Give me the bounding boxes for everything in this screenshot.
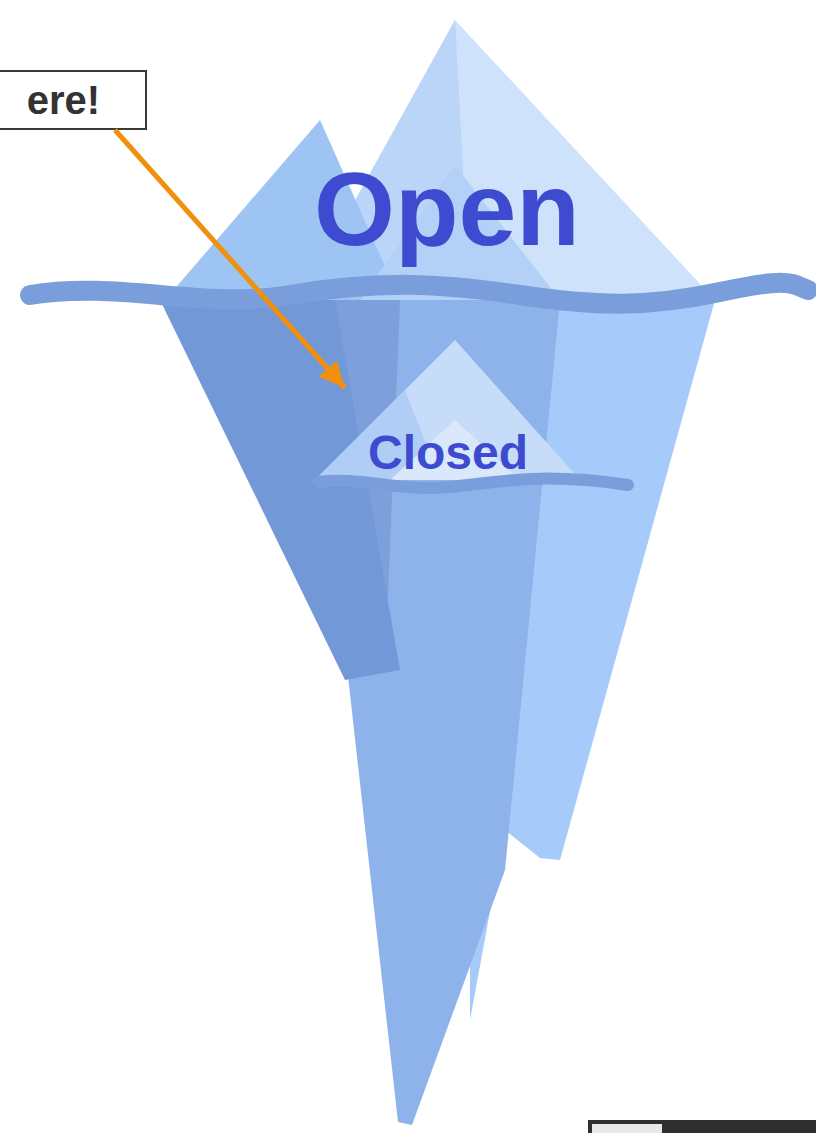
callout-box: ere!	[0, 70, 147, 130]
closed-label: Closed	[248, 429, 648, 477]
corner-bar	[588, 1120, 816, 1133]
open-label: Open	[247, 157, 647, 261]
small-iceberg-shape: Closed	[345, 330, 575, 500]
water-line	[318, 479, 628, 488]
callout-text: ere!	[0, 80, 145, 120]
corner-tab	[592, 1124, 662, 1133]
iceberg-left-base	[160, 300, 400, 680]
pointer-arrow	[115, 130, 345, 388]
water-line	[30, 283, 808, 304]
